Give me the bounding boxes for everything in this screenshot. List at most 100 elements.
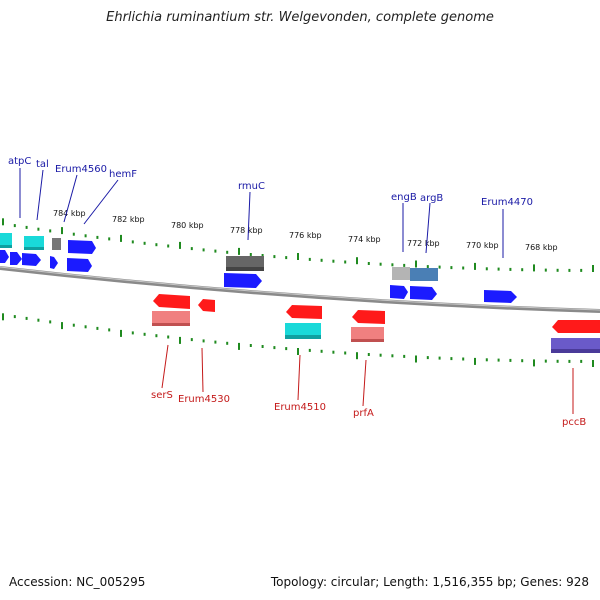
minor-tick [308, 257, 311, 261]
feature-box [351, 327, 384, 340]
feature-box [0, 245, 12, 248]
gene-label: hemF [109, 169, 137, 180]
major-tick [533, 264, 535, 272]
reverse-leader-lines [161, 344, 574, 414]
gene-label: Erum4510 [274, 402, 326, 413]
tick-label: 770 kbp [466, 241, 499, 250]
major-tick [474, 262, 476, 270]
minor-tick [155, 334, 158, 338]
feature-box [551, 338, 600, 350]
gene-label: argB [420, 193, 443, 204]
gene-label: prfA [353, 408, 374, 419]
minor-tick [37, 227, 40, 231]
feature-box [285, 335, 321, 339]
genome-stats-text: Topology: circular; Length: 1,516,355 bp… [270, 575, 589, 589]
gene-label: serS [151, 390, 173, 401]
tick-label: 776 kbp [289, 231, 322, 240]
feature-box [226, 256, 264, 268]
minor-tick [249, 344, 252, 347]
gene-arrow [10, 252, 22, 265]
tick-label: 780 kbp [171, 221, 204, 230]
feature-box [226, 267, 264, 271]
feature-box [24, 247, 44, 250]
major-tick [120, 329, 122, 337]
minor-tick [580, 268, 583, 272]
feature-box [285, 323, 321, 336]
minor-tick [521, 268, 524, 272]
major-tick [238, 247, 240, 255]
minor-tick [332, 259, 335, 263]
gene-arrow [390, 285, 408, 299]
minor-tick [391, 263, 394, 267]
minor-tick [226, 341, 229, 345]
minor-tick [344, 351, 347, 355]
minor-tick [143, 241, 146, 245]
minor-tick [450, 266, 453, 270]
minor-tick [37, 318, 40, 322]
minor-tick [96, 235, 99, 239]
gene-arrow [552, 320, 600, 333]
tick-label: 774 kbp [348, 235, 381, 244]
tick-label: 784 kbp [53, 209, 86, 218]
minor-tick [131, 240, 134, 244]
minor-tick [462, 357, 465, 361]
major-tick [61, 227, 63, 235]
gene-arrow [410, 286, 437, 300]
gene-arrow [22, 253, 41, 266]
minor-tick [214, 340, 217, 344]
minor-tick [320, 258, 323, 262]
minor-tick [568, 268, 571, 272]
minor-tick [556, 268, 559, 272]
minor-tick [367, 353, 370, 356]
minor-tick [485, 267, 488, 271]
minor-tick [25, 225, 28, 229]
minor-tick [438, 265, 441, 269]
minor-tick [556, 359, 559, 363]
minor-tick [25, 316, 28, 320]
feature-box [551, 349, 600, 353]
major-tick [356, 352, 358, 360]
minor-tick [190, 247, 193, 251]
map-title: Ehrlichia ruminantium str. Welgevonden, … [106, 10, 494, 25]
forward-leader-lines [19, 168, 504, 258]
minor-tick [521, 359, 524, 363]
gene-arrow [153, 294, 190, 309]
gene-arrow [68, 240, 96, 254]
minor-tick [426, 265, 429, 269]
tick-label: 782 kbp [112, 215, 145, 224]
major-tick [120, 234, 122, 242]
major-tick [474, 357, 476, 365]
minor-tick [438, 356, 441, 360]
gene-arrow [67, 258, 92, 272]
minor-tick [462, 266, 465, 270]
forward-features [0, 233, 517, 303]
gene-arrow [224, 273, 262, 288]
gene-arrow [484, 290, 517, 303]
minor-tick [391, 354, 394, 358]
feature-box [24, 236, 44, 248]
gene-label: rmuC [238, 181, 265, 192]
minor-tick [568, 359, 571, 363]
gene-label: tal [36, 159, 49, 170]
minor-tick [261, 345, 264, 348]
minor-tick [403, 354, 406, 358]
feature-box [152, 323, 190, 326]
minor-tick [167, 244, 170, 248]
minor-tick [96, 326, 99, 330]
gene-label: Erum4470 [481, 197, 533, 208]
minor-tick [226, 250, 229, 254]
minor-tick [13, 315, 16, 319]
minor-tick [285, 256, 288, 260]
gene-label: engB [391, 192, 417, 203]
minor-tick [308, 348, 311, 352]
minor-tick [131, 331, 134, 335]
minor-tick [202, 339, 205, 343]
feature-box [152, 311, 190, 324]
minor-tick [344, 260, 347, 264]
feature-box [351, 339, 384, 342]
minor-tick [544, 359, 547, 363]
major-tick [179, 241, 181, 249]
minor-tick [190, 338, 193, 342]
major-tick [61, 322, 63, 330]
